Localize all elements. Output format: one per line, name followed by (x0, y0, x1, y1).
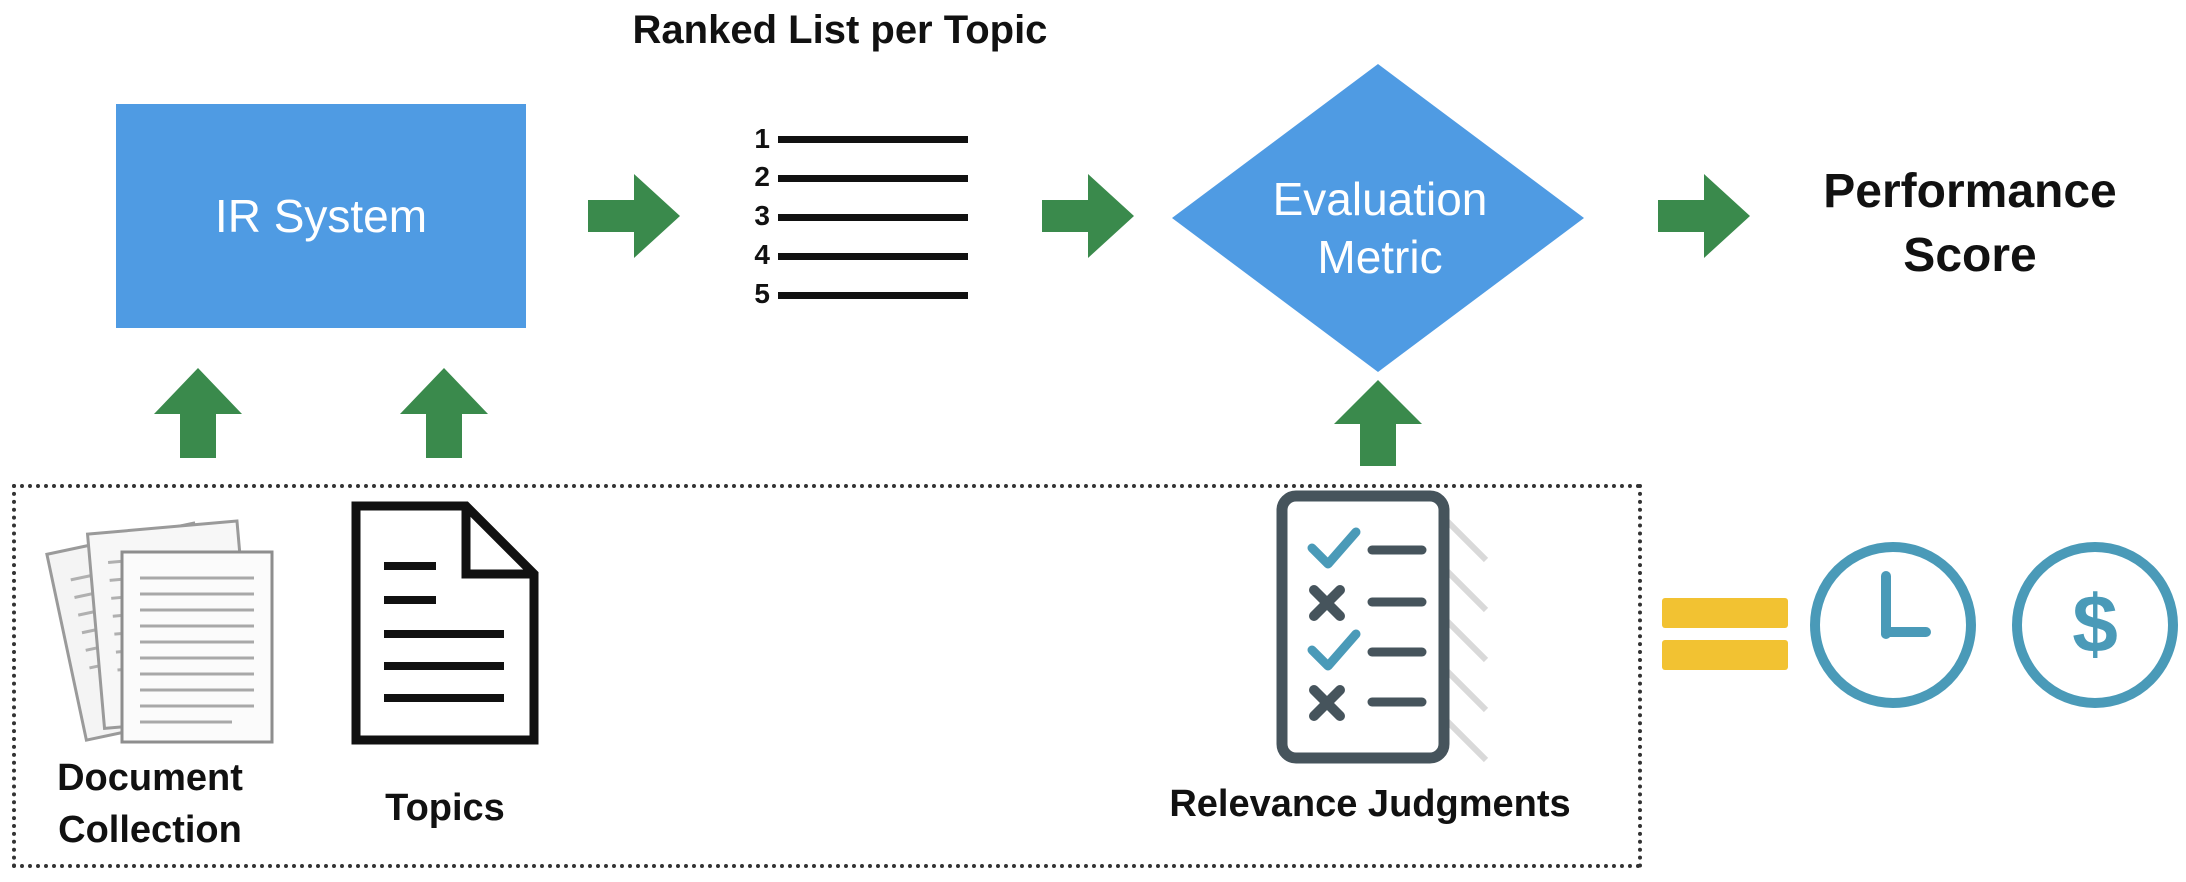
arrow-up-icon (400, 368, 488, 458)
equals-bar-bottom (1662, 640, 1788, 670)
arrow-up-icon (154, 368, 242, 458)
rank-number: 1 (754, 123, 770, 154)
evaluation-metric-line2: Metric (1317, 231, 1443, 283)
topic-document-icon (351, 501, 539, 745)
performance-score-label: Performance Score (1760, 160, 2180, 288)
arrow-right-icon (588, 174, 680, 258)
ranked-list-lines (778, 136, 968, 299)
rank-line (778, 292, 968, 299)
rank-number: 2 (754, 161, 770, 192)
document-collection-icon (45, 519, 274, 744)
rank-number: 3 (754, 200, 770, 231)
relevance-judgments-clipboard-icon (1276, 490, 1489, 764)
rank-line (778, 136, 968, 143)
rank-number: 5 (754, 278, 770, 309)
rank-number: 4 (754, 239, 770, 270)
ranked-list-title: Ranked List per Topic (632, 8, 1048, 52)
equals-bar-top (1662, 598, 1788, 628)
relevance-judgments-label: Relevance Judgments (1169, 783, 1571, 825)
dollar-symbol: $ (2072, 579, 2118, 670)
ir-system-label: IR System (214, 190, 428, 242)
document-collection-line1: Document (57, 757, 243, 799)
evaluation-inputs-box (12, 484, 1642, 868)
topics-label: Topics (385, 787, 505, 829)
clock-icon (1810, 542, 1976, 708)
arrow-up-icon (1334, 380, 1422, 466)
evaluation-metric-label: Evaluation Metric (1180, 170, 1580, 286)
performance-score-line2: Score (1903, 229, 2037, 282)
rank-line (778, 214, 968, 221)
document-collection-line2: Collection (58, 809, 242, 851)
arrow-right-icon (1658, 174, 1750, 258)
dollar-icon: $ (2012, 542, 2178, 708)
evaluation-metric-diamond (1172, 64, 1584, 372)
performance-score-line1: Performance (1823, 165, 2117, 218)
rank-line (778, 175, 968, 182)
document-collection-label: Document Collection (30, 752, 270, 856)
arrow-right-icon (1042, 174, 1134, 258)
ir-system-box: IR System (116, 104, 526, 328)
evaluation-metric-line1: Evaluation (1272, 173, 1488, 225)
rank-line (778, 253, 968, 260)
